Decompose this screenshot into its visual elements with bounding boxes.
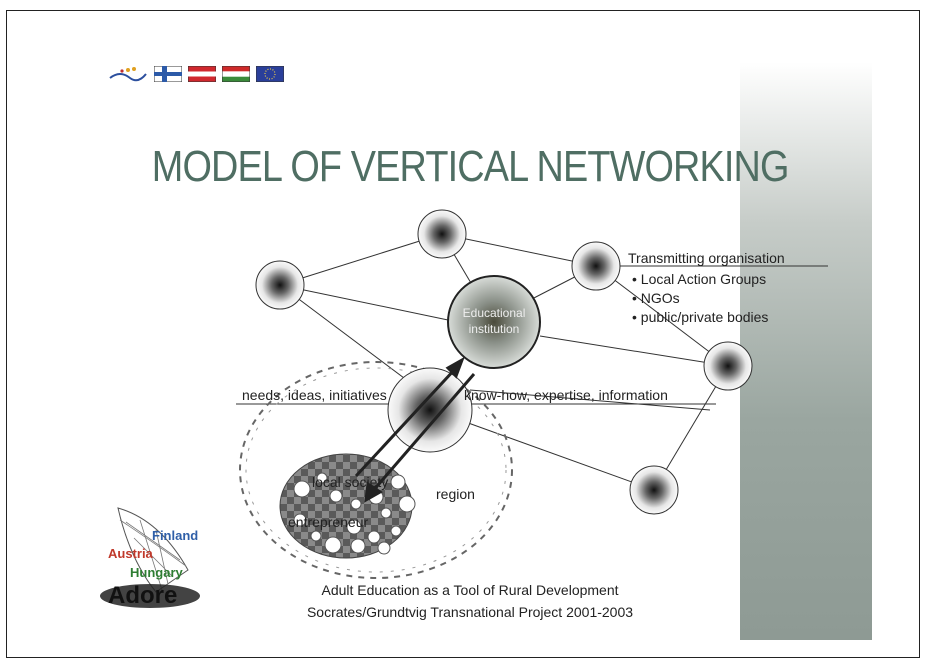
educational-label-line2: institution [468, 322, 520, 336]
edge [539, 335, 729, 367]
flow-right-label: know-how, expertise, information [464, 387, 668, 403]
educational-label-line1: Educational [462, 306, 526, 320]
logo-hungary: Hungary [130, 565, 183, 580]
transmitting-bullet: • NGOs [632, 290, 680, 306]
gradient-panel [740, 62, 872, 640]
logo-austria: Austria [108, 546, 153, 561]
local-society-label: local society [312, 474, 389, 490]
entrepreneur-dots [293, 472, 416, 555]
region-node [387, 367, 473, 453]
network-node [703, 341, 753, 391]
network-node [417, 209, 467, 259]
logo-finland: Finland [152, 528, 199, 543]
footer-line-1: Adult Education as a Tool of Rural Devel… [321, 582, 619, 598]
region-boundary [239, 361, 513, 579]
page-title: MODEL OF VERTICAL NETWORKING [151, 142, 790, 191]
edge [441, 233, 597, 267]
network-node [571, 241, 621, 291]
finland-flag-icon [154, 66, 182, 82]
entrepreneur-label: entrepreneur [288, 514, 369, 530]
transmitting-heading: Transmitting organisation [628, 250, 785, 266]
edge [459, 419, 655, 491]
hungary-flag-icon [222, 66, 250, 82]
eu-flag-icon [256, 66, 284, 82]
leader-logo-icon [109, 67, 147, 82]
edge [595, 265, 729, 367]
edge [279, 284, 449, 321]
educational-institution-node [447, 275, 541, 369]
transmitting-bullet: • public/private bodies [632, 309, 769, 325]
edge [279, 233, 443, 286]
adore-logo [100, 507, 200, 608]
edge [279, 284, 421, 391]
logo-adore: Adore [108, 582, 178, 609]
flow-left-label: needs, ideas, initiatives [242, 387, 387, 403]
region-label: region [436, 486, 475, 502]
transmitting-bullet: • Local Action Groups [632, 271, 767, 287]
edge [469, 389, 711, 411]
network-node [255, 260, 305, 310]
region-boundary-inner [245, 367, 507, 573]
footer-line-2: Socrates/Grundtvig Transnational Project… [306, 604, 634, 620]
network-node [629, 465, 679, 515]
austria-flag-icon [188, 66, 216, 82]
exchange-arrows [354, 356, 476, 503]
network-edges [236, 233, 828, 491]
